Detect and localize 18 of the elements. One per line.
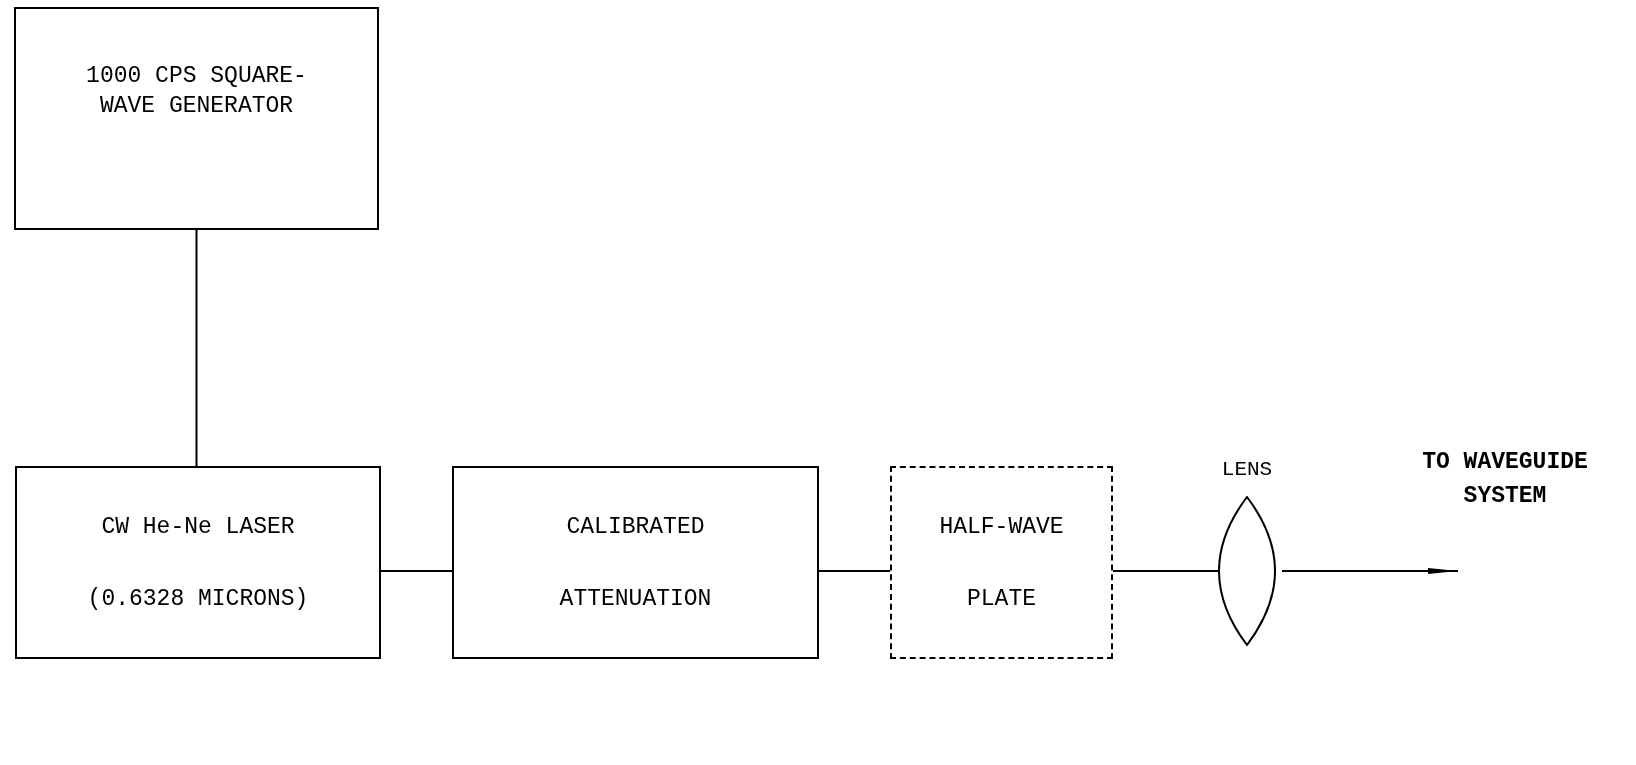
block-box	[452, 466, 819, 659]
connector-line	[818, 570, 891, 572]
connector-line	[1112, 570, 1219, 572]
block-label: 1000 CPS SQUARE-WAVE GENERATOR	[85, 62, 308, 121]
block-box	[15, 466, 381, 659]
block-box	[890, 466, 1113, 659]
block-label: PLATE	[967, 584, 1036, 614]
lens-label: LENS	[1221, 459, 1273, 480]
block-label: CW He-Ne LASER	[101, 512, 295, 542]
block-box	[14, 7, 379, 230]
connector-line	[195, 229, 198, 467]
destination-label: TO WAVEGUIDE SYSTEM	[1421, 448, 1589, 511]
block-label: (0.6328 MICRONS)	[87, 584, 309, 614]
arrow	[1281, 568, 1459, 574]
block-label: ATTENUATION	[559, 584, 712, 614]
block-label: CALIBRATED	[566, 512, 705, 542]
block-label: HALF-WAVE	[939, 512, 1064, 542]
connector-line	[380, 570, 453, 572]
